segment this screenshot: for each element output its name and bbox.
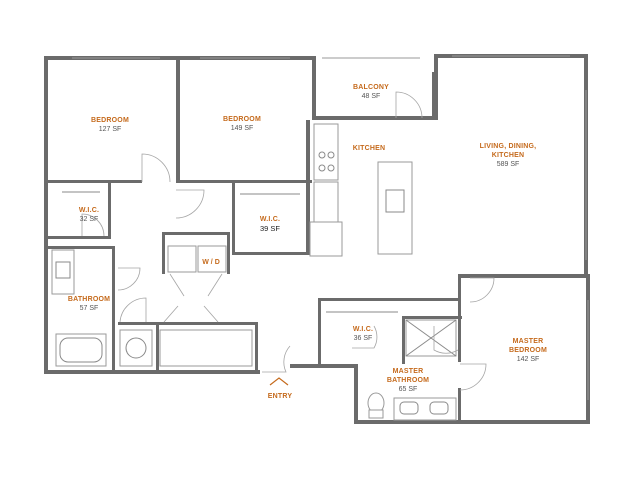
bedroom2-area: 149 SF bbox=[231, 125, 254, 132]
master-bed-name-line2: BEDROOM bbox=[509, 347, 547, 354]
living-name-line2: KITCHEN bbox=[492, 152, 525, 159]
wic2-area: 39 SF bbox=[260, 224, 280, 233]
bathroom-name: BATHROOM bbox=[68, 296, 110, 303]
fixtures bbox=[51, 123, 457, 421]
wic1-area: 32 SF bbox=[80, 216, 99, 223]
wic2-name: W.I.C. bbox=[260, 216, 280, 223]
wic1-name: W.I.C. bbox=[79, 207, 99, 214]
master-bed-area: 142 SF bbox=[517, 356, 540, 363]
bathroom-area: 57 SF bbox=[80, 305, 99, 312]
master-bath-name-line2: BATHROOM bbox=[387, 377, 429, 384]
wic3-name: W.I.C. bbox=[353, 326, 373, 333]
living-area: 589 SF bbox=[497, 161, 520, 168]
entry-arrow-icon bbox=[269, 377, 289, 386]
living-name-line1: LIVING, DINING, bbox=[480, 143, 537, 150]
master-bath-name-line1: MASTER bbox=[393, 368, 424, 375]
room-labels: BEDROOM 127 SF BEDROOM 149 SF BALCONY 48… bbox=[68, 84, 547, 400]
windows bbox=[72, 55, 589, 400]
master-bed-name-line1: MASTER bbox=[513, 338, 544, 345]
bedroom1-name: BEDROOM bbox=[91, 117, 129, 124]
wd-name: W / D bbox=[202, 259, 220, 266]
bedroom2-name: BEDROOM bbox=[223, 116, 261, 123]
entry-label: ENTRY bbox=[268, 393, 293, 400]
wic3-area: 36 SF bbox=[354, 335, 373, 342]
balcony-area: 48 SF bbox=[362, 93, 381, 100]
master-bath-area: 65 SF bbox=[399, 386, 418, 393]
kitchen-name: KITCHEN bbox=[353, 145, 386, 152]
doors bbox=[81, 91, 495, 391]
interior-walls bbox=[48, 60, 462, 420]
bedroom1-area: 127 SF bbox=[99, 126, 122, 133]
balcony-name: BALCONY bbox=[353, 84, 389, 91]
